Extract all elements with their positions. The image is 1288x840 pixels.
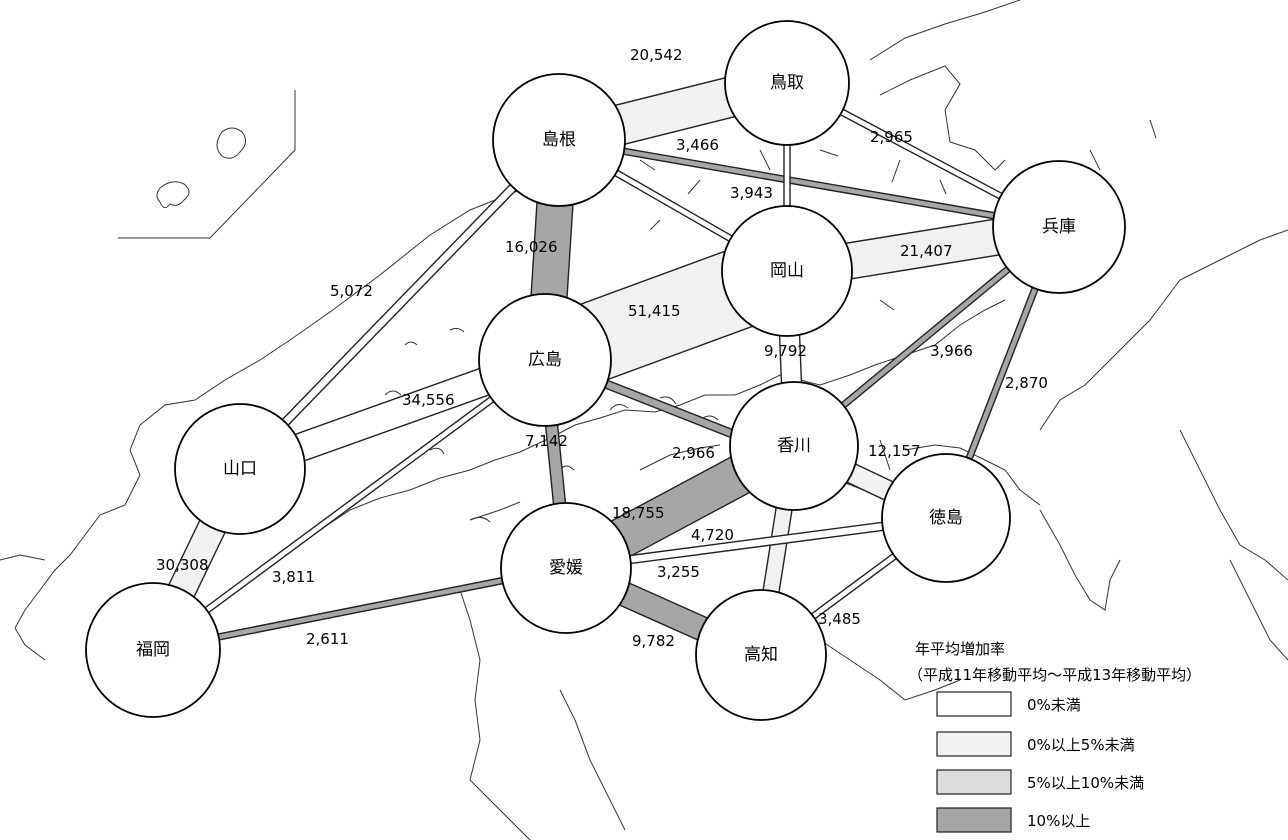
prefecture-label-tokushima: 徳島: [929, 508, 963, 528]
legend-swatch-below-0: [936, 691, 1012, 717]
prefecture-label-yamaguchi: 山口: [223, 459, 257, 479]
flow-volume-kagawa-tokushima: 12,157: [868, 442, 921, 460]
flow-volume-hiroshima-okayama: 51,415: [628, 302, 681, 320]
flow-volume-ehime-fukuoka: 2,611: [306, 630, 349, 648]
prefecture-circle-okayama: [721, 205, 853, 337]
prefecture-circle-tottori: [724, 20, 850, 146]
prefecture-circle-kagawa: [729, 381, 859, 511]
flow-volume-ehime-kagawa: 18,755: [612, 504, 665, 522]
prefecture-circle-kochi: [695, 589, 827, 721]
flow-volume-shimane-okayama: 3,466: [676, 136, 719, 154]
oki-island-small: [156, 181, 190, 208]
legend-title: 年平均増加率: [915, 640, 1005, 658]
shikoku-north-coast: [469, 439, 1041, 521]
prefecture-circle-shimane: [492, 73, 626, 207]
flow-volume-labels: 20,542 2,965 3,466 3,943 16,026 5,072 21,407 51…: [156, 46, 1048, 650]
prefecture-hiroshima: 広島: [478, 293, 612, 427]
inset-frame: [118, 90, 296, 239]
flow-volume-shimane-yamaguchi: 5,072: [330, 282, 373, 300]
prefecture-label-tottori: 鳥取: [770, 73, 804, 93]
flow-volume-shimane-tottori: 20,542: [630, 46, 683, 64]
shikoku-south-coast: [459, 509, 1121, 840]
flow-volume-kagawa-hyogo: 3,966: [930, 342, 973, 360]
prefecture-circle-hyogo: [992, 160, 1126, 294]
prefecture-fukuoka: 福岡: [85, 582, 221, 718]
prefecture-label-hiroshima: 広島: [528, 350, 562, 370]
legend-subtitle: （平成11年移動平均～平成13年移動平均）: [908, 666, 1201, 684]
legend-swatch-0-5: [936, 731, 1012, 757]
prefecture-label-okayama: 岡山: [770, 261, 804, 281]
prefecture-label-kagawa: 香川: [777, 436, 811, 456]
prefecture-circle-yamaguchi: [174, 403, 306, 535]
prefecture-circle-hiroshima: [478, 293, 612, 427]
flow-volume-okayama-kagawa: 9,792: [764, 342, 807, 360]
flow-volume-hiroshima-fukuoka: 3,811: [272, 568, 315, 586]
prefecture-yamaguchi: 山口: [174, 403, 306, 535]
legend-label-below-0: 0%未満: [1027, 696, 1081, 714]
flow-volume-hiroshima-yamaguchi: 34,556: [402, 391, 455, 409]
honshu-north-coast: [869, 0, 1021, 171]
prefecture-label-kochi: 高知: [744, 645, 778, 665]
flow-volume-tokushima-hyogo: 2,870: [1005, 374, 1048, 392]
prefecture-label-hyogo: 兵庫: [1042, 217, 1076, 237]
flow-volume-hiroshima-tokushima: 2,966: [672, 444, 715, 462]
prefecture-ehime: 愛媛: [500, 502, 632, 634]
prefecture-shimane: 島根: [492, 73, 626, 207]
oki-island: [216, 127, 246, 159]
flow-volume-tottori-hyogo: 2,965: [870, 128, 913, 146]
kinki-coast: [1039, 229, 1288, 661]
flow-volume-okayama-hyogo: 21,407: [900, 242, 953, 260]
prefecture-label-shimane: 島根: [542, 130, 576, 150]
flow-volume-ehime-tokushima: 3,255: [657, 563, 700, 581]
prefecture-hyogo: 兵庫: [992, 160, 1126, 294]
legend-swatch-5-10: [936, 769, 1012, 795]
prefecture-label-ehime: 愛媛: [549, 558, 583, 578]
legend-swatch-over-10: [936, 807, 1012, 833]
prefecture-okayama: 岡山: [721, 205, 853, 337]
legend-label-over-10: 10%以上: [1027, 812, 1090, 830]
flow-volume-tottori-okayama: 3,943: [730, 184, 773, 202]
flow-volume-ehime-kochi: 9,782: [632, 632, 675, 650]
prefecture-circle-ehime: [500, 502, 632, 634]
legend: 年平均増加率 （平成11年移動平均～平成13年移動平均） 0%未満 0%以上5%…: [908, 640, 1201, 833]
flow-volume-hiroshima-ehime: 7,142: [525, 432, 568, 450]
prefecture-circle-fukuoka: [85, 582, 221, 718]
prefecture-tokushima: 徳島: [881, 453, 1011, 583]
prefecture-label-fukuoka: 福岡: [136, 640, 170, 660]
prefecture-kagawa: 香川: [729, 381, 859, 511]
prefecture-tottori: 鳥取: [724, 20, 850, 146]
prefecture-kochi: 高知: [695, 589, 827, 721]
prefecture-circle-tokushima: [881, 453, 1011, 583]
legend-label-5-10: 5%以上10%未満: [1027, 774, 1144, 792]
sanin-coast: [14, 124, 626, 629]
flow-volume-yamaguchi-fukuoka: 30,308: [156, 556, 209, 574]
flow-volume-kochi-tokushima: 3,485: [818, 610, 861, 628]
flow-volume-shimane-hiroshima: 16,026: [505, 238, 558, 256]
kyushu-coast: [0, 554, 626, 831]
legend-label-0-5: 0%以上5%未満: [1027, 736, 1135, 754]
flow-volume-kagawa-kochi: 4,720: [691, 526, 734, 544]
